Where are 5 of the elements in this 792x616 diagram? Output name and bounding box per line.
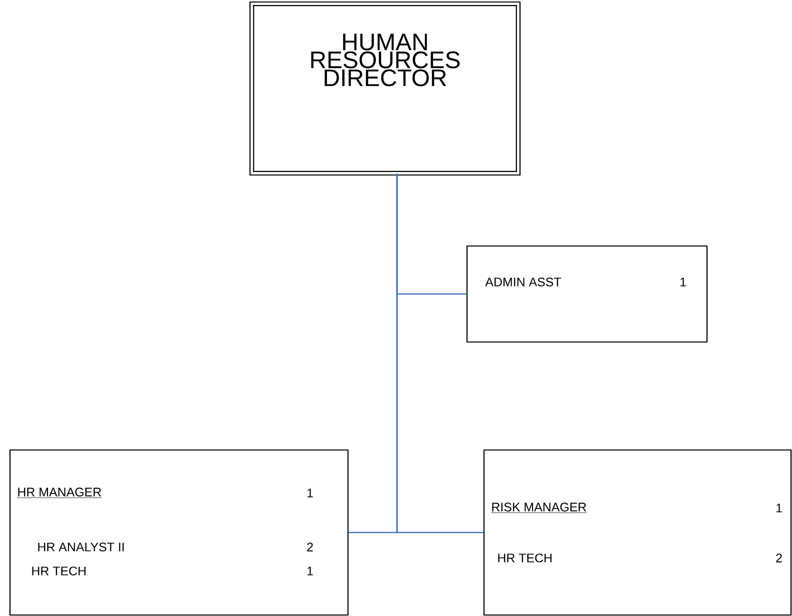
position-box: ADMIN ASST 1 bbox=[466, 245, 708, 343]
position-box: HR MANAGER 1 HR ANALYST II 2 HR TECH 1 bbox=[9, 449, 349, 616]
position-box: RISK MANAGER 1 HR TECH 2 bbox=[483, 449, 792, 616]
connector-line bbox=[396, 174, 484, 534]
position-box: HUMAN RESOURCES DIRECTOR bbox=[249, 1, 521, 176]
